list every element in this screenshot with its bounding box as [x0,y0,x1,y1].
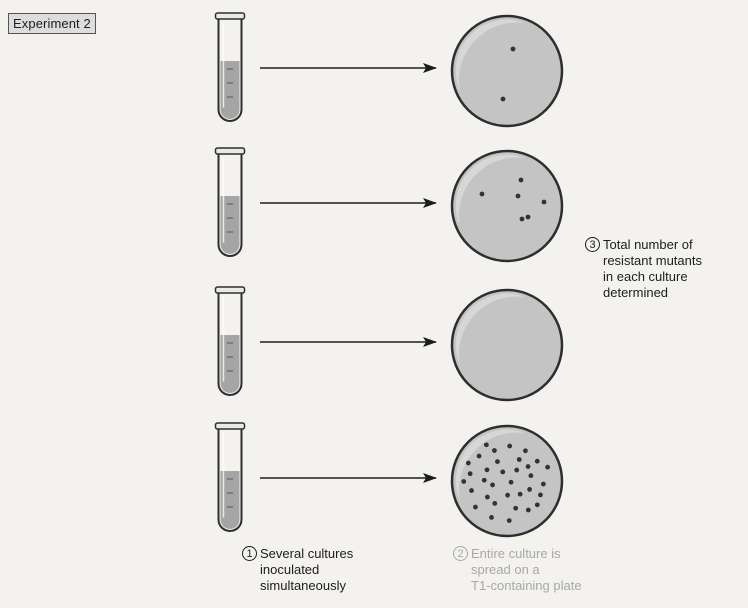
colony [526,464,531,469]
colony [513,506,518,511]
step-1-line-1: Several cultures [260,546,353,561]
step-2-line-3: T1-containing plate [453,578,582,594]
colony [469,488,474,493]
colony [477,454,482,459]
tube-rim [216,287,245,293]
colony [519,178,524,183]
colony [507,444,512,449]
step-3-line-2: resistant mutants [585,253,702,269]
plate-agar [452,290,562,400]
experiment-label: Experiment 2 [8,13,96,34]
colony [528,473,533,478]
colony [485,495,490,500]
step-1-line-3: simultaneously [242,578,353,594]
colony [541,482,546,487]
colony [466,461,471,466]
colony [526,215,531,220]
culture-tube-1 [216,13,245,121]
step-2-line-1: Entire culture is [471,546,561,561]
step-2-line-2: spread on a [453,562,582,578]
colony [480,192,485,197]
plate-3 [452,290,562,400]
colony [507,518,512,523]
culture-tube-2 [216,148,245,256]
colony [489,515,494,520]
colony [461,479,466,484]
culture-row-2 [216,148,563,261]
step-2-number: 2 [453,546,468,561]
colony [518,492,523,497]
culture-row-1 [216,13,563,126]
culture-tube-3 [216,287,245,395]
colony [535,459,540,464]
colony [485,467,490,472]
colony [523,448,528,453]
tube-rim [216,148,245,154]
colony [490,483,495,488]
colony [535,502,540,507]
step-1-line-2: inoculated [242,562,353,578]
plate-agar [452,16,562,126]
colony [526,508,531,513]
plate-4 [452,426,562,536]
step-3-number: 3 [585,237,600,252]
plate-agar [452,426,562,536]
colony [514,468,519,473]
colony [468,471,473,476]
colony [500,469,505,474]
step-3-line-1: Total number of [603,237,693,252]
culture-row-4 [216,423,563,536]
colony [516,194,521,199]
colony [527,487,532,492]
culture-tube-4 [216,423,245,531]
plate-2 [452,151,562,261]
colony [542,200,547,205]
colony [505,493,510,498]
step-3-line-4: determined [585,285,702,301]
tube-rim [216,423,245,429]
colony [482,478,487,483]
colony [517,457,522,462]
plate-agar [452,151,562,261]
plate-1 [452,16,562,126]
colony [495,459,500,464]
colony [511,47,516,52]
colony [492,448,497,453]
colony [492,501,497,506]
step-3-line-3: in each culture [585,269,702,285]
colony [509,480,514,485]
colony [473,505,478,510]
colony [484,442,489,447]
colony [538,493,543,498]
tube-rim [216,13,245,19]
colony [501,97,506,102]
step-1-number: 1 [242,546,257,561]
culture-row-3 [216,287,563,400]
colony [545,465,550,470]
colony [520,217,525,222]
